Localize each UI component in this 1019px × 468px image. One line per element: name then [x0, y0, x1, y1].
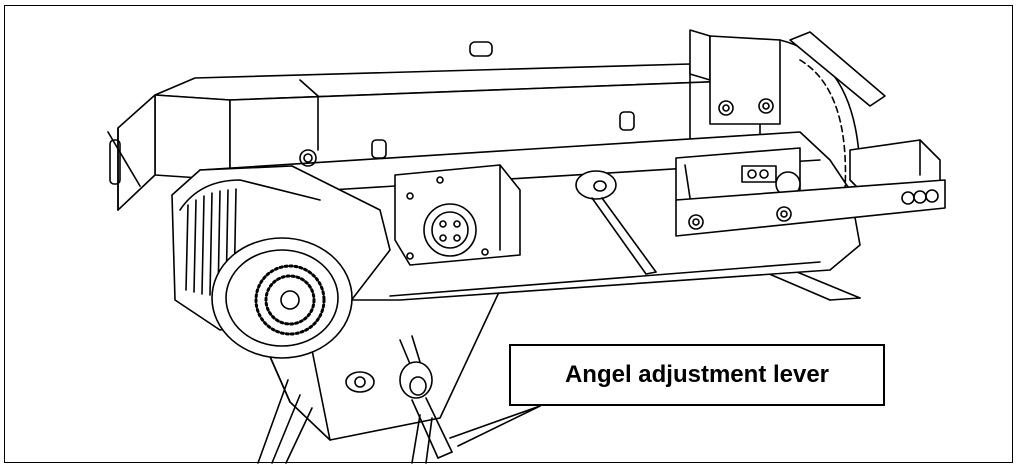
connector-box: [394, 164, 521, 266]
callout-label-box: Angel adjustment lever: [509, 344, 885, 406]
tension-lever: [575, 170, 657, 275]
left-end-cap: [107, 94, 156, 211]
callout-leader: [449, 405, 541, 447]
belt-guard: [689, 29, 941, 201]
angle-adjustment-lever: [345, 335, 453, 459]
callout-label: Angel adjustment lever: [564, 361, 830, 388]
motor: [171, 165, 391, 359]
work-rest: [675, 147, 946, 237]
figure-border: [4, 5, 1013, 463]
